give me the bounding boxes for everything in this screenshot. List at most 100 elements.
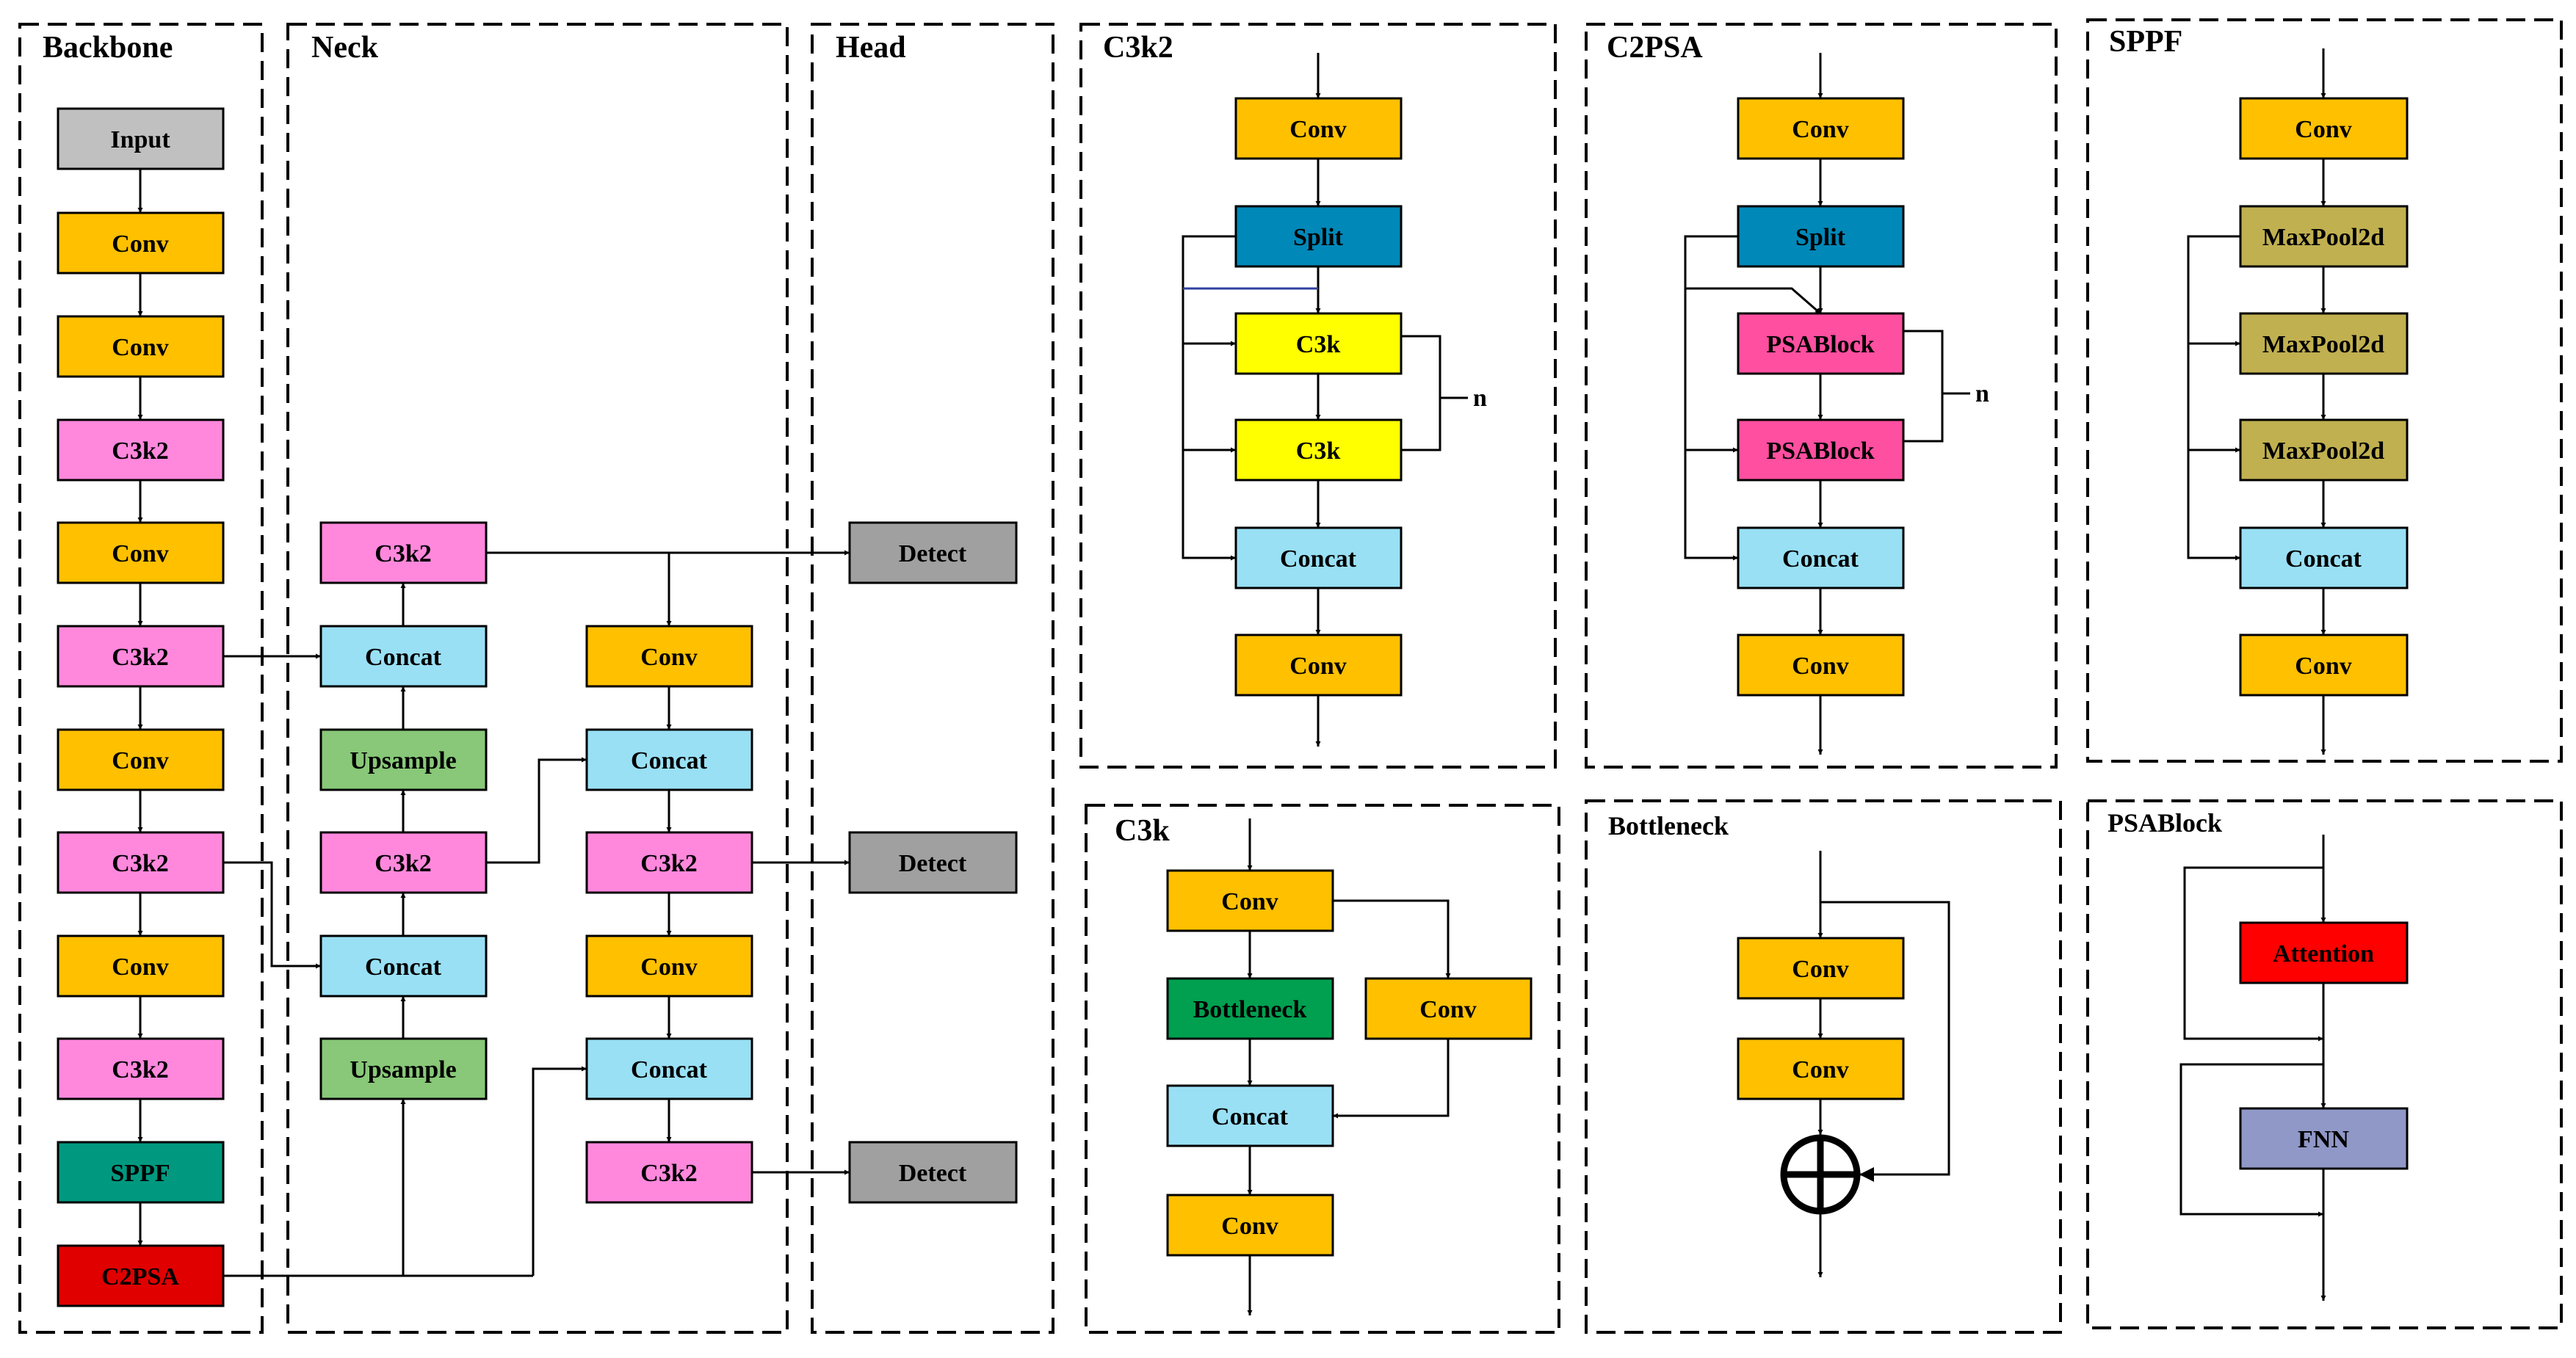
c2psa-node-conv: Conv (1737, 97, 1905, 160)
backbone-node-conv: Conv (57, 521, 225, 584)
c3k2-node-c3k: C3k (1234, 418, 1403, 482)
backbone-node-conv: Conv (57, 728, 225, 791)
c2psa-node-concat: Concat (1737, 526, 1905, 589)
c2psa-node-split: Split (1737, 205, 1905, 268)
svg-text:Conv: Conv (2295, 653, 2351, 680)
svg-text:PSABlock: PSABlock (1766, 331, 1874, 358)
bottleneck-node-conv: Conv (1737, 1037, 1905, 1100)
c3k2-node-conv: Conv (1234, 633, 1403, 697)
svg-text:Conv: Conv (112, 334, 168, 361)
svg-text:Conv: Conv (112, 230, 168, 258)
c3k-title: C3k (1115, 814, 1170, 848)
svg-text:Detect: Detect (899, 850, 967, 877)
svg-text:C3k2: C3k2 (112, 644, 168, 671)
backbone-node-conv: Conv (57, 315, 225, 378)
backbone-node-c3k2: C3k2 (57, 418, 225, 482)
head-node-detect: Detect (848, 831, 1018, 894)
svg-text:PSABlock: PSABlock (1766, 437, 1874, 465)
bottleneck-panel (1585, 799, 2062, 1334)
head-column: Detect Detect Detect (848, 521, 1018, 1204)
backbone-node-conv: Conv (57, 934, 225, 998)
svg-text:C3k2: C3k2 (375, 850, 431, 877)
backbone-panel (18, 23, 264, 1334)
svg-text:Upsample: Upsample (350, 1056, 456, 1083)
c3k2-node-concat: Concat (1234, 526, 1403, 589)
neck-node-c3k2: C3k2 (319, 521, 488, 584)
psablock-title: PSABlock (2108, 808, 2222, 838)
svg-text:Upsample: Upsample (350, 747, 456, 774)
neck-node-concat: Concat (319, 934, 488, 998)
c2psa-detail: Conv Split PSABlock PSABlock Concat Conv… (1684, 53, 1989, 755)
sppf-node-maxpool2d: MaxPool2d (2239, 312, 2409, 375)
neck-node-c3k2: C3k2 (319, 831, 488, 894)
svg-text:Concat: Concat (631, 1056, 708, 1083)
backbone-column: Input Conv Conv C3k2 Conv C3k2 Conv C3k2… (57, 107, 225, 1307)
neck-node-upsample: Upsample (319, 1037, 488, 1100)
svg-text:Conv: Conv (1419, 996, 1476, 1023)
sppf-node-maxpool2d: MaxPool2d (2239, 205, 2409, 268)
sppf-node-conv: Conv (2239, 97, 2409, 160)
svg-text:C3k2: C3k2 (375, 540, 431, 567)
c3k2-node-split: Split (1234, 205, 1403, 268)
svg-text:Conv: Conv (1792, 956, 1848, 983)
svg-text:Bottleneck: Bottleneck (1193, 996, 1307, 1023)
sppf-node-concat: Concat (2239, 526, 2409, 589)
c2psa-title: C2PSA (1607, 31, 1703, 65)
svg-text:C3k: C3k (1296, 331, 1341, 358)
head-panel (811, 23, 1054, 1334)
c3k-detail: Conv Bottleneck Conv Concat Conv (1166, 818, 1533, 1315)
svg-text:Conv: Conv (112, 954, 168, 981)
svg-text:C2PSA: C2PSA (101, 1263, 179, 1290)
sppf-node-conv: Conv (2239, 633, 2409, 697)
svg-text:MaxPool2d: MaxPool2d (2262, 437, 2384, 465)
c3k2-panel (1079, 23, 1557, 769)
head-node-detect: Detect (848, 521, 1018, 584)
svg-text:Split: Split (1293, 224, 1344, 251)
head-title: Head (836, 31, 906, 65)
svg-text:C3k2: C3k2 (112, 1056, 168, 1083)
c3k-node-conv: Conv (1364, 977, 1533, 1040)
c3k2-node-conv: Conv (1234, 97, 1403, 160)
psablock-detail: Attention FNN (2179, 835, 2409, 1301)
c3k-node-conv: Conv (1166, 1194, 1334, 1257)
neck-node-c3k2: C3k2 (585, 1141, 753, 1204)
neck-title: Neck (311, 31, 379, 65)
svg-text:Conv: Conv (1792, 1056, 1848, 1083)
psablock-node-attention: Attention (2239, 921, 2409, 984)
svg-text:Concat: Concat (2285, 545, 2362, 573)
neck-node-upsample: Upsample (319, 728, 488, 791)
svg-text:C3k2: C3k2 (112, 850, 168, 877)
sppf-detail: Conv MaxPool2d MaxPool2d MaxPool2d Conca… (2187, 48, 2409, 755)
c2psa-arrows (1684, 53, 1970, 755)
add-icon (1780, 1134, 1861, 1215)
svg-text:Conv: Conv (640, 954, 697, 981)
svg-text:Conv: Conv (1289, 653, 1346, 680)
c3k2-detail: Conv Split C3k C3k Concat Conv n (1182, 53, 1487, 747)
c3k-arrows (1247, 818, 1451, 1315)
svg-text:C3k2: C3k2 (112, 437, 168, 465)
psablock-arrows (2179, 835, 2326, 1301)
svg-text:SPPF: SPPF (110, 1160, 170, 1187)
svg-text:Split: Split (1795, 224, 1846, 251)
neck-node-concat: Concat (319, 625, 488, 688)
c3k2-repeat-label: n (1473, 385, 1487, 412)
c3k2-title: C3k2 (1103, 31, 1173, 65)
neck-node-c3k2: C3k2 (585, 831, 753, 894)
svg-text:Input: Input (110, 126, 170, 153)
svg-text:Conv: Conv (2295, 116, 2351, 143)
backbone-node-input: Input (57, 107, 225, 170)
c2psa-node-psablock: PSABlock (1737, 312, 1905, 375)
c2psa-panel (1585, 23, 2058, 769)
bottleneck-arrows (1817, 851, 1950, 1277)
c2psa-repeat-label: n (1975, 380, 1989, 407)
c3k2-node-c3k: C3k (1234, 312, 1403, 375)
svg-text:Concat: Concat (1782, 545, 1859, 573)
svg-text:C3k2: C3k2 (640, 850, 697, 877)
c2psa-node-conv: Conv (1737, 633, 1905, 697)
neck-panel (286, 23, 789, 1334)
c3k-panel (1085, 804, 1560, 1334)
svg-text:MaxPool2d: MaxPool2d (2262, 224, 2384, 251)
svg-text:Conv: Conv (112, 540, 168, 567)
neck-node-concat: Concat (585, 1037, 753, 1100)
